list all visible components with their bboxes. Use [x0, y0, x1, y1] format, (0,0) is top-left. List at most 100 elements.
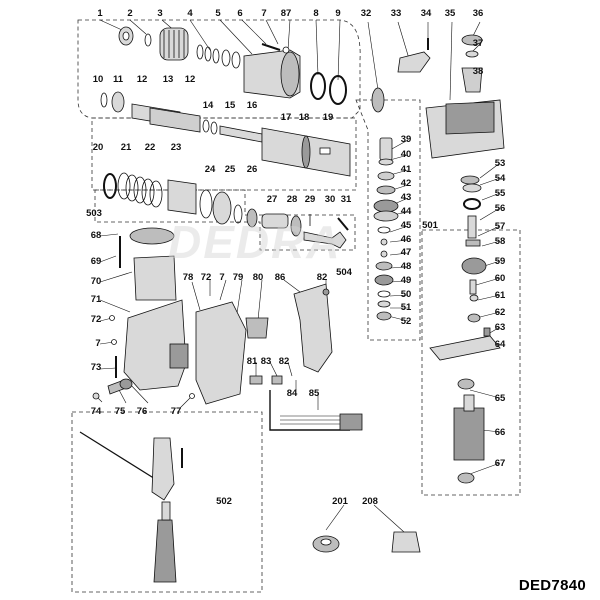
part-label-84: 84 — [287, 388, 298, 399]
part-label-59: 59 — [495, 256, 506, 267]
outline-spindle-group — [91, 117, 357, 191]
part-label-22: 22 — [145, 142, 156, 153]
outline-503 — [94, 189, 356, 251]
part-11-seal — [111, 91, 125, 113]
part-label-78: 78 — [183, 272, 194, 283]
part-49-gear — [374, 274, 394, 286]
part-25-ring — [233, 204, 243, 224]
part-40-washer — [378, 158, 394, 166]
part-23-ring — [199, 189, 213, 219]
part-label-43: 43 — [401, 192, 412, 203]
accessory-parts — [312, 531, 421, 553]
part-label-82: 82 — [279, 356, 290, 367]
part-label-57: 57 — [495, 221, 506, 232]
part-44-gear — [373, 210, 399, 222]
part-70-stator — [133, 255, 177, 301]
part-label-39: 39 — [401, 134, 412, 145]
part-label-75: 75 — [115, 406, 126, 417]
part-label-17: 17 — [281, 112, 292, 123]
part-label-76: 76 — [137, 406, 148, 417]
part-label-68: 68 — [91, 230, 102, 241]
part-label-5: 5 — [215, 8, 221, 19]
spindle-row-parts — [100, 91, 351, 177]
part-label-65: 65 — [495, 393, 506, 404]
part-85-cord — [280, 415, 340, 425]
part-label-45: 45 — [401, 220, 412, 231]
part-label-35: 35 — [445, 8, 456, 19]
part-50-washer — [377, 290, 391, 298]
part-label-48: 48 — [401, 261, 412, 272]
part-68-clamp-ring — [129, 227, 175, 245]
part-53-bearing — [460, 175, 480, 185]
part-label-34: 34 — [421, 8, 432, 19]
gear-stack-parts — [371, 34, 505, 321]
part-63-screw — [483, 327, 491, 337]
housing-parts — [92, 227, 363, 431]
part-label-201: 201 — [332, 496, 349, 507]
model-code: DED7840 — [518, 577, 586, 594]
part-label-69: 69 — [91, 256, 102, 267]
part-label-501: 501 — [422, 220, 439, 231]
part-87-washer — [282, 46, 290, 54]
part-label-11: 11 — [113, 74, 124, 85]
part-46-ball — [380, 238, 388, 246]
part-label-4: 4 — [187, 8, 193, 19]
part-label-14: 14 — [203, 100, 214, 111]
part-10-ring — [100, 92, 108, 108]
part-label-2: 2 — [127, 8, 132, 19]
part-label-20: 20 — [93, 142, 104, 153]
part-label-29: 29 — [305, 194, 316, 205]
part-label-56: 56 — [495, 203, 506, 214]
part-61-washer — [469, 294, 479, 302]
part-label-32: 32 — [361, 8, 372, 19]
part-label-3: 3 — [157, 8, 162, 19]
part-67-bearing — [457, 472, 475, 484]
part-label-46: 46 — [401, 234, 412, 245]
part-label-42: 42 — [401, 178, 412, 189]
part-label-44: 44 — [401, 206, 412, 217]
part-label-77: 77 — [171, 406, 182, 417]
part-24-gear — [212, 191, 232, 225]
part-label-74: 74 — [91, 406, 102, 417]
part-82-screw — [322, 288, 330, 296]
part-label-503: 503 — [86, 208, 102, 219]
part-label-73: 73 — [91, 362, 102, 373]
part-label-24: 24 — [205, 164, 216, 175]
part-label-66: 66 — [495, 427, 506, 438]
part-83-clip — [271, 375, 283, 385]
part-label-81: 81 — [247, 356, 258, 367]
part-8-ring — [310, 72, 326, 100]
part-27-clutch — [261, 213, 289, 229]
part-36-bearing — [461, 34, 483, 46]
part-label-40: 40 — [401, 149, 412, 160]
part-32-nut — [371, 87, 385, 113]
part-label-7: 7 — [95, 338, 100, 349]
part-label-33: 33 — [391, 8, 402, 19]
part-label-80: 80 — [253, 272, 264, 283]
part-label-55: 55 — [495, 188, 506, 199]
part-label-21: 21 — [121, 142, 132, 153]
part-label-6: 6 — [237, 8, 242, 19]
upper-row-parts — [118, 26, 347, 105]
part-65-bearing — [457, 378, 475, 390]
part-label-49: 49 — [401, 275, 412, 286]
part-label-41: 41 — [401, 164, 412, 175]
part-label-54: 54 — [495, 173, 506, 184]
part-72-screw — [109, 315, 115, 321]
part-28-bearing — [290, 215, 302, 237]
part-22-sleeve — [167, 179, 197, 215]
part-label-7: 7 — [219, 272, 224, 283]
part-19-pin — [319, 147, 331, 155]
part-label-1: 1 — [97, 8, 103, 19]
part-label-85: 85 — [309, 388, 320, 399]
part-39-shaft — [379, 137, 393, 161]
part-43-gear — [373, 199, 399, 213]
part-37-ring — [465, 50, 479, 58]
part-label-63: 63 — [495, 322, 506, 333]
part-4-ring — [196, 44, 204, 60]
part-label-16: 16 — [247, 100, 258, 111]
right-stack-parts — [429, 175, 501, 484]
part-33-switch — [397, 51, 431, 73]
part-label-51: 51 — [401, 302, 412, 313]
part-48-bearing — [375, 261, 393, 271]
